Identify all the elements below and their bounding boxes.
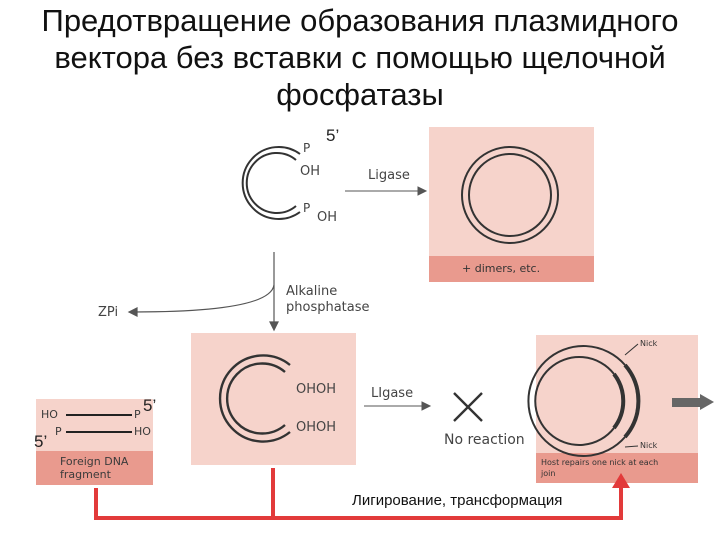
output-arrow-icon [672,394,714,410]
dephosphorylated-vector-icon [218,354,291,443]
linear-vector-icon [241,146,301,220]
ligase-label-bottom: LIgase [371,386,414,401]
ligase-label-top: Ligase [368,168,410,183]
p-label-bottom: P [303,201,311,215]
five-prime-label-foreign-right: 5’ [143,396,157,415]
ohoh-label-bottom: OHOH [296,420,337,435]
host-repair-strip [536,453,698,483]
foreign-dna-label-line2: fragment [60,468,111,481]
oh-label-bottom: OH [317,210,338,225]
foreign-dna-icon [66,414,132,433]
nick-label-top: Nick [640,339,658,348]
five-prime-label-foreign-left: 5’ [34,432,48,451]
alkaline-arrow-down [127,252,279,332]
ho-label-top: HO [41,408,58,421]
red-arrowhead [612,473,630,488]
no-reaction-label: No reaction [444,432,525,448]
five-prime-label-top: 5’ [326,126,340,145]
dimers-label: + dimers, etc. [462,262,541,275]
p-label-foreign-bottom: P [55,425,62,438]
p-label-foreign-top: P [134,408,141,421]
no-reaction-cross-icon [453,392,483,422]
host-repair-label-line2: join [541,469,556,478]
red-connector [94,468,623,520]
ligase-arrow-bottom [364,401,432,411]
zpi-label: ZPi [98,305,119,320]
alkaline-label-line1: Alkaline [286,284,338,299]
circular-vector-icon [461,146,559,244]
oh-label-top: OH [300,164,321,179]
ligation-transformation-caption: Лигирование, трансформация [352,492,563,509]
foreign-dna-label-line1: Foreign DNA [60,455,129,468]
p-label-top: P [303,141,311,155]
ho-label-bottom: HO [134,425,151,438]
foreign-dna-strip [36,451,153,485]
nick-label-bottom: Nick [640,441,658,450]
dephosphorylated-vector-panel [191,333,356,465]
recombinant-plasmid-icon [527,343,641,457]
ligase-arrow-top [345,186,428,196]
alkaline-label-line2: phosphatase [286,300,370,315]
ohoh-label-top: OHOH [296,382,337,397]
host-repair-label-line1: Host repairs one nick at each [541,458,659,467]
dimers-strip [429,256,594,282]
page-title: Предотвращение образования плазмидного в… [41,3,679,112]
